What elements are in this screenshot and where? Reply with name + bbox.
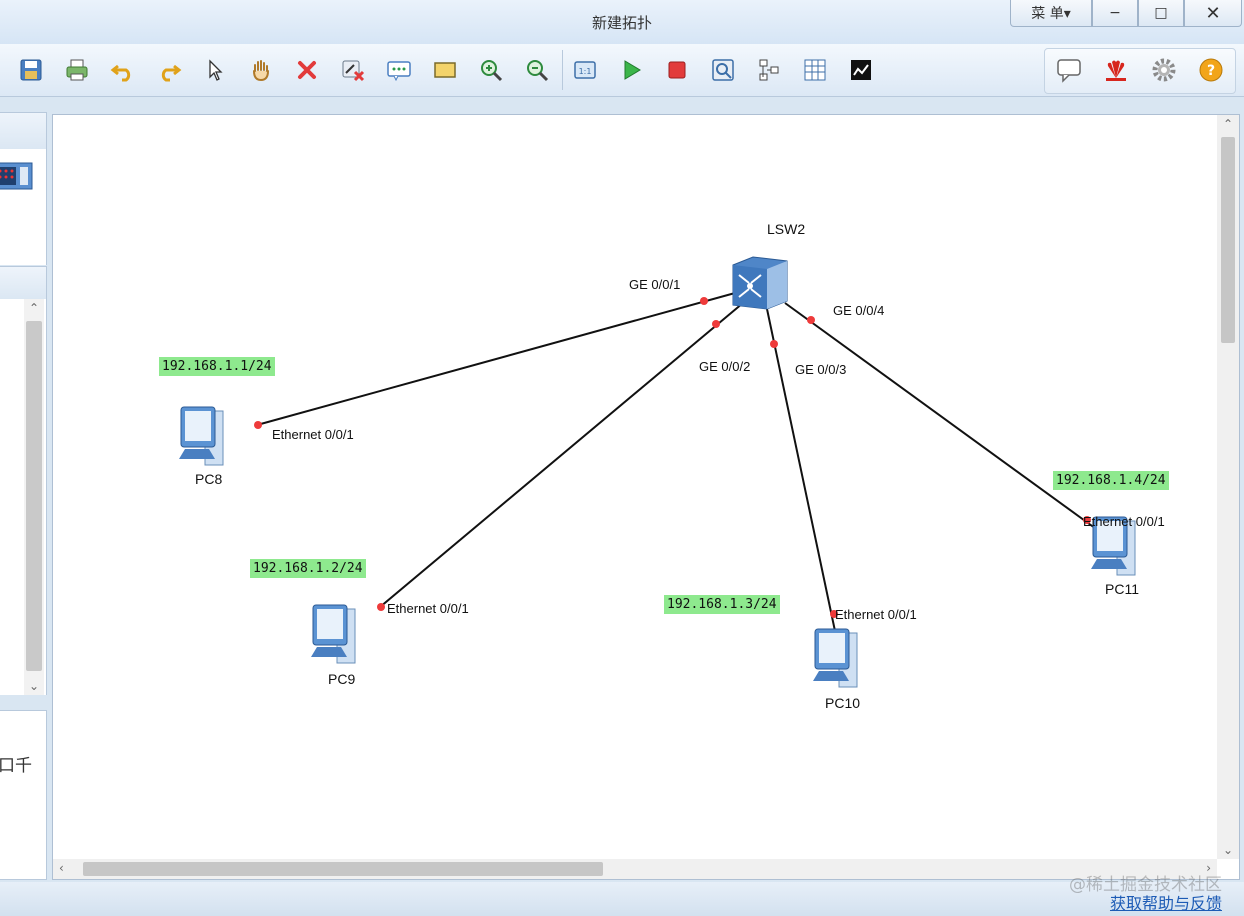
port-dot [700,297,708,305]
minimize-button[interactable]: − [1092,0,1138,27]
ip-label: 192.168.1.4/24 [1053,471,1169,490]
scroll-thumb[interactable] [1221,137,1235,343]
scroll-right-icon[interactable]: › [1206,861,1211,875]
close-button[interactable]: ✕ [1184,0,1242,27]
link-pc9[interactable] [379,302,744,608]
device-category-box [0,149,47,265]
scroll-down-icon[interactable]: ⌄ [29,679,40,693]
settings-gear-icon[interactable] [1150,56,1178,87]
pc-name: PC11 [1105,581,1139,597]
zoom-in-icon[interactable] [474,53,508,87]
pc-name: PC9 [328,671,356,687]
title-bar: 新建拓扑 菜 单▾ − □ ✕ [0,0,1244,44]
port-dot [377,603,385,611]
link-pc8[interactable] [256,292,736,426]
pc-icon[interactable] [179,406,224,466]
toolbar: 1:1 ? [0,44,1244,97]
scroll-down-icon[interactable]: ⌄ [1223,843,1234,857]
scroll-up-icon[interactable]: ⌃ [29,301,40,315]
pc-port-label: Ethernet 0/0/1 [272,427,354,442]
stop-device-icon[interactable] [660,53,694,87]
device-panel: ⌃ ⌄ 口千 [0,112,48,880]
undo-icon[interactable] [106,53,140,87]
toolbar-separator [562,50,563,90]
panel-header [0,112,47,150]
toolbar-main-group [14,50,566,90]
switch-icon[interactable] [732,256,788,310]
svg-text:?: ? [1207,63,1215,79]
switch-port-label: GE 0/0/3 [795,362,847,377]
pc-port-label: Ethernet 0/0/1 [835,607,917,622]
rectangle-icon[interactable] [428,53,462,87]
scroll-thumb[interactable] [26,321,42,671]
toolbar-device-group: 1:1 [568,50,890,90]
start-device-icon[interactable] [614,53,648,87]
text-note-icon[interactable] [382,53,416,87]
menu-button[interactable]: 菜 单▾ [1010,0,1092,27]
link-pc10[interactable] [766,308,836,632]
pc-port-label: Ethernet 0/0/1 [387,601,469,616]
scroll-thumb[interactable] [83,862,603,876]
window-title: 新建拓扑 [591,14,652,32]
watermark: @稀土掘金技术社区 [1069,875,1222,895]
device-list-box: ⌃ ⌄ [0,299,47,695]
pc-name: PC10 [825,695,861,711]
status-bar: @稀土掘金技术社区 获取帮助与反馈 [0,875,1244,916]
port-dot [1083,516,1091,524]
switch-port-label: GE 0/0/2 [699,359,751,374]
help-icon[interactable]: ? [1197,56,1225,87]
delete-link-icon[interactable] [336,53,370,87]
pc-port-label: Ethernet 0/0/1 [1083,514,1165,529]
pc-icon[interactable] [1091,516,1136,576]
topology-icon[interactable] [752,53,786,87]
port-dot [830,610,838,618]
window-controls: 菜 单▾ − □ ✕ [1010,0,1242,27]
ip-label: 192.168.1.1/24 [159,357,275,376]
pc-icon[interactable] [311,604,356,664]
help-feedback-link[interactable]: 获取帮助与反馈 [1109,894,1222,913]
ip-label: 192.168.1.3/24 [664,595,780,614]
delete-icon[interactable] [290,53,324,87]
print-icon[interactable] [60,53,94,87]
link-pc11[interactable] [784,302,1100,532]
switch-port-label: GE 0/0/1 [629,277,681,292]
grid-icon[interactable] [798,53,832,87]
topology-canvas[interactable]: LSW2 GE 0/0/1 GE 0/0/2 GE 0/0/3 GE 0/0/4… [52,114,1240,880]
switch-device-icon[interactable] [0,157,36,197]
console-icon[interactable] [844,53,878,87]
scroll-up-icon[interactable]: ⌃ [1223,117,1234,131]
device-description-box: 口千 [0,710,47,880]
svg-text:1:1: 1:1 [579,67,592,76]
topology-links [179,256,1136,688]
redo-icon[interactable] [152,53,186,87]
zoom-out-icon[interactable] [520,53,554,87]
vertical-scrollbar[interactable]: ⌃ ⌄ [1217,115,1239,859]
ip-label: 192.168.1.2/24 [250,559,366,578]
switch-port-label: GE 0/0/4 [833,303,885,318]
device-list-scrollbar[interactable]: ⌃ ⌄ [24,299,44,695]
pc-icon[interactable] [813,628,858,688]
switch-name: LSW2 [767,221,806,237]
port-dot [770,340,778,348]
maximize-button[interactable]: □ [1138,0,1184,27]
port-dot [254,421,262,429]
pan-hand-icon[interactable] [244,53,278,87]
save-icon[interactable] [14,53,48,87]
capture-icon[interactable] [706,53,740,87]
panel-header [0,266,47,300]
scroll-left-icon[interactable]: ‹ [59,861,64,875]
chat-icon[interactable] [1055,56,1083,87]
select-pointer-icon[interactable] [198,53,232,87]
huawei-logo-icon[interactable] [1102,56,1130,87]
port-dot [712,320,720,328]
toolbar-right-group: ? [1044,48,1236,94]
port-dot [807,316,815,324]
fit-view-icon[interactable]: 1:1 [568,53,602,87]
pc-name: PC8 [195,471,223,487]
horizontal-scrollbar[interactable]: ‹ › [53,859,1217,879]
description-text: 口千 [0,756,32,776]
